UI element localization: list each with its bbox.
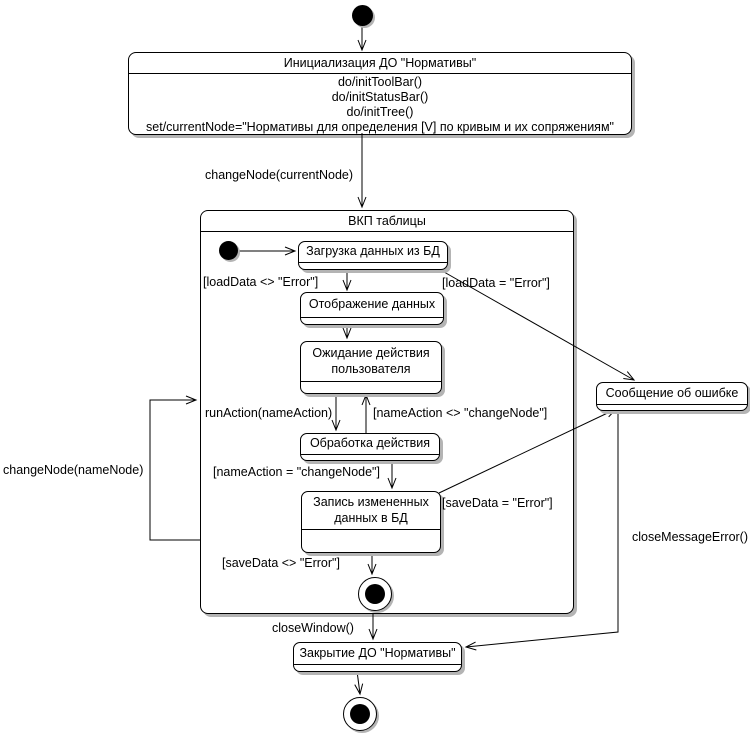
final-state-inner-core bbox=[365, 584, 385, 604]
state-init-actions: do/initToolBar() do/initStatusBar() do/i… bbox=[129, 74, 631, 135]
initial-state-inner bbox=[219, 241, 238, 260]
label-runaction: runAction(nameAction) bbox=[205, 406, 333, 420]
state-load-data-compartment bbox=[299, 262, 447, 269]
state-save-data-label: Запись измененных данных в БД bbox=[313, 494, 429, 525]
state-error-message-label: Сообщение об ошибке bbox=[605, 385, 739, 400]
label-closemessageerror: closeMessageError() bbox=[632, 530, 749, 544]
state-display-data: Отображение данных bbox=[300, 292, 444, 325]
action-init-tree: do/initTree() bbox=[346, 105, 414, 119]
state-load-data-label: Загрузка данных из БД bbox=[306, 244, 440, 259]
state-error-message-compartment bbox=[597, 404, 747, 410]
state-wait-user-action-compartment bbox=[301, 381, 441, 393]
label-changenode-currentnode: changeNode(currentNode) bbox=[205, 168, 354, 182]
transition-close-to-final bbox=[354, 670, 364, 696]
label-nameaction-neq-changenode: [nameAction <> "changeNode"] bbox=[373, 406, 548, 420]
label-loaddata-error: [loadData = "Error"] bbox=[442, 276, 550, 290]
transition-vkp-self-changenode bbox=[149, 395, 200, 541]
state-display-data-compartment bbox=[301, 317, 443, 324]
state-init-do: Инициализация ДО "Нормативы" do/initTool… bbox=[128, 52, 632, 135]
state-load-data: Загрузка данных из БД bbox=[298, 241, 448, 270]
label-nameaction-eq-changenode: [nameAction = "changeNode"] bbox=[213, 465, 380, 479]
state-display-data-label: Отображение данных bbox=[308, 297, 436, 312]
state-init-title: Инициализация ДО "Нормативы" bbox=[129, 53, 631, 74]
final-state-inner bbox=[358, 577, 392, 611]
state-save-data: Запись измененных данных в БД bbox=[301, 491, 441, 553]
state-wait-user-action: Ожидание действия пользователя bbox=[300, 341, 442, 394]
action-init-statusbar: do/initStatusBar() bbox=[331, 90, 429, 104]
state-vkp-title: ВКП таблицы bbox=[201, 211, 573, 232]
state-save-data-compartment bbox=[302, 529, 440, 552]
state-wait-user-action-label: Ожидание действия пользователя bbox=[312, 345, 430, 376]
state-close-do-compartment bbox=[294, 664, 461, 671]
label-savedata-error: [saveData = "Error"] bbox=[442, 496, 553, 510]
final-state-bottom-core bbox=[350, 704, 370, 724]
state-process-action-compartment bbox=[301, 454, 439, 460]
label-savedata-ok: [saveData <> "Error"] bbox=[222, 556, 340, 570]
state-process-action: Обработка действия bbox=[300, 433, 440, 461]
state-process-action-label: Обработка действия bbox=[309, 436, 431, 451]
label-changenode-namenode: changeNode(nameNode) bbox=[3, 463, 144, 477]
state-error-message: Сообщение об ошибке bbox=[596, 382, 748, 411]
state-close-do: Закрытие ДО "Нормативы" bbox=[293, 642, 462, 672]
action-set-currentnode: set/currentNode="Нормативы для определен… bbox=[146, 120, 614, 134]
initial-state bbox=[352, 5, 373, 26]
label-loaddata-ok: [loadData <> "Error"] bbox=[203, 275, 319, 289]
action-init-toolbar: do/initToolBar() bbox=[337, 75, 423, 89]
final-state-bottom bbox=[343, 697, 377, 731]
state-close-do-label: Закрытие ДО "Нормативы" bbox=[299, 645, 456, 660]
label-closewindow: closeWindow() bbox=[272, 621, 354, 635]
